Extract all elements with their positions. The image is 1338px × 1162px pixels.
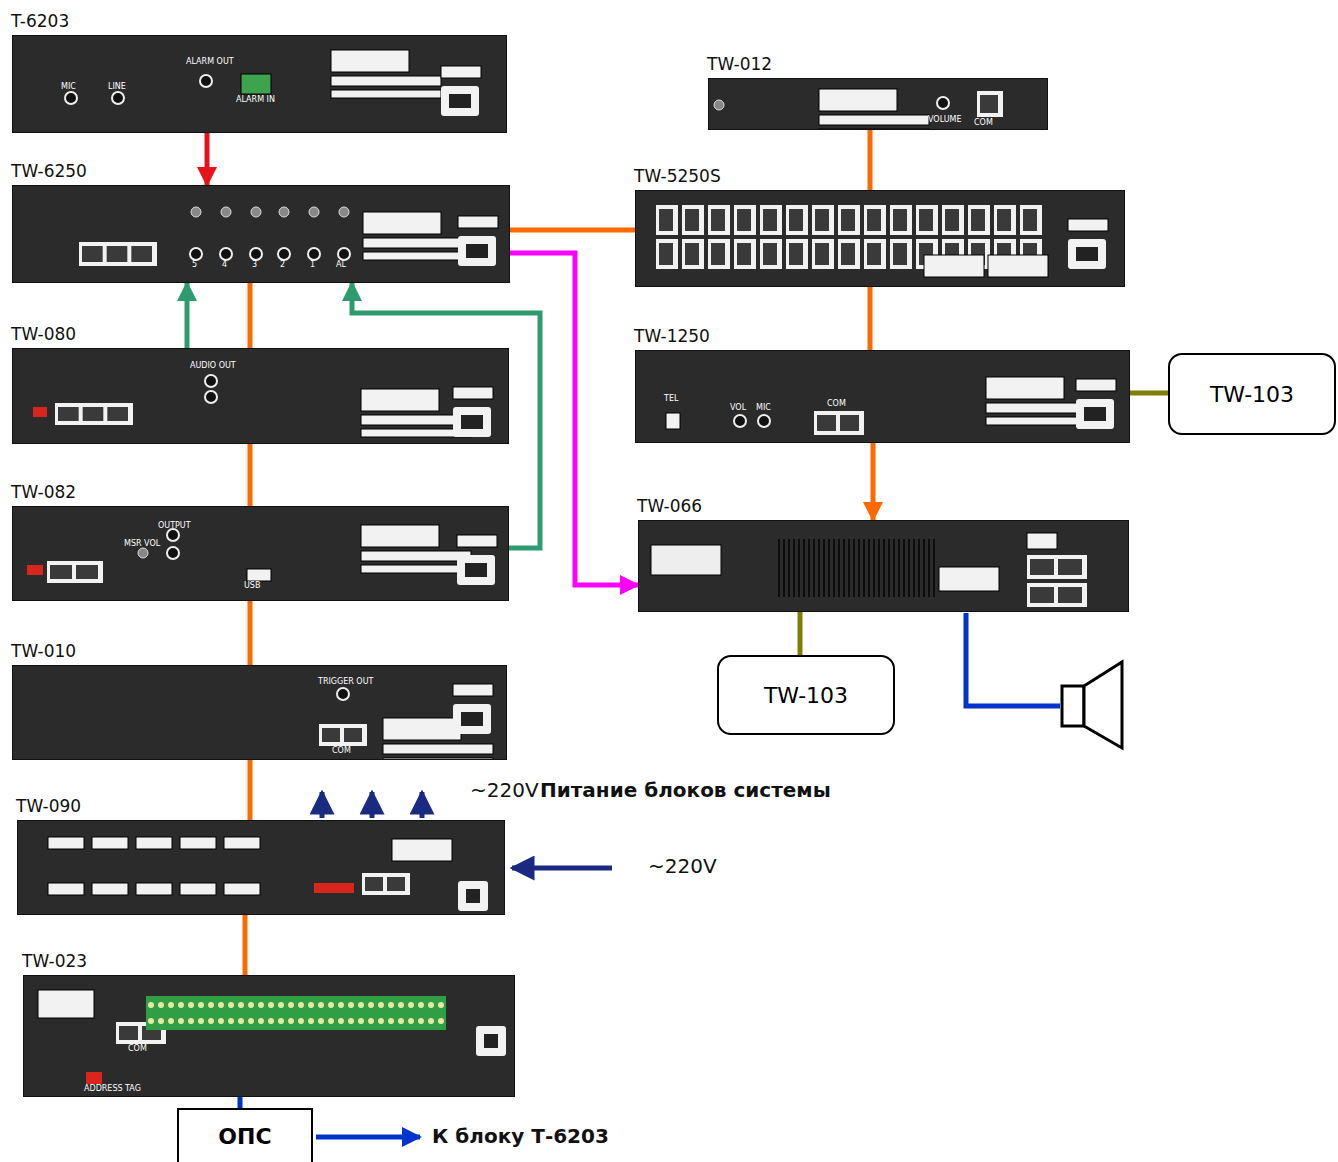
panel-details bbox=[13, 507, 508, 600]
panel-marking: 3 bbox=[252, 261, 257, 270]
speaker-symbol bbox=[1084, 662, 1122, 748]
panel-marking: COM bbox=[974, 119, 993, 128]
device-panel: TW-066 bbox=[638, 520, 1129, 612]
fire-alarm-arrow bbox=[316, 1137, 420, 1138]
box-label: TW-103 bbox=[1210, 382, 1294, 407]
panel-details bbox=[13, 186, 509, 282]
panel-marking: ALARM OUT bbox=[186, 58, 234, 67]
device-panel: TW-5250S bbox=[635, 190, 1125, 287]
panel-marking: ALARM IN bbox=[236, 96, 275, 105]
device-panel: TW-080 bbox=[12, 348, 509, 444]
speaker-symbol bbox=[1062, 686, 1084, 726]
device-name: T-6203 bbox=[11, 11, 69, 31]
panel-marking: AL bbox=[336, 261, 346, 270]
device-name: TW-010 bbox=[11, 641, 76, 661]
device-panel: TW-6250 bbox=[12, 185, 510, 283]
device-panel: TW-023 bbox=[23, 975, 515, 1097]
panel-marking: VOLUME bbox=[928, 116, 962, 125]
panel-marking: 2 bbox=[280, 261, 285, 270]
panel-details bbox=[13, 36, 506, 132]
panel-marking: MIC bbox=[756, 404, 771, 413]
panel-details bbox=[636, 191, 1124, 286]
panel-details bbox=[18, 821, 504, 914]
speaker-wire bbox=[966, 613, 1122, 748]
device-panel: TW-1250 bbox=[635, 350, 1130, 443]
signal-connector bbox=[243, 915, 248, 975]
signal-connector bbox=[868, 287, 873, 350]
panel-marking: 1 bbox=[310, 261, 315, 270]
device-name: TW-5250S bbox=[634, 166, 721, 186]
signal-connector bbox=[205, 133, 210, 185]
signal-connector bbox=[510, 253, 638, 585]
panel-marking: ADDRESS TAG bbox=[84, 1085, 141, 1094]
panel-marking: COM bbox=[128, 1045, 147, 1054]
panel-marking: VOL bbox=[730, 404, 746, 413]
signal-connector bbox=[248, 283, 253, 348]
panel-marking: COM bbox=[827, 400, 846, 409]
panel-marking: MSR VOL bbox=[124, 540, 160, 549]
signal-connector bbox=[248, 760, 253, 820]
panel-marking: 4 bbox=[222, 261, 227, 270]
panel-details bbox=[636, 351, 1129, 442]
device-name: TW-012 bbox=[707, 54, 772, 74]
panel-details bbox=[24, 976, 514, 1096]
signal-connector bbox=[238, 1097, 243, 1108]
panel-details bbox=[13, 666, 506, 759]
signal-connector bbox=[798, 612, 803, 655]
device-panel: TW-012 bbox=[708, 78, 1048, 130]
device-panel: TW-090 bbox=[17, 820, 505, 915]
device-box: TW-103 bbox=[717, 655, 895, 735]
signal-connector bbox=[510, 228, 635, 233]
signal-connector bbox=[185, 283, 190, 348]
panel-details bbox=[709, 79, 1047, 129]
device-panel: T-6203 bbox=[12, 35, 507, 133]
alarm-box: ОПС bbox=[177, 1108, 313, 1162]
device-name: TW-090 bbox=[16, 796, 81, 816]
panel-marking: LINE bbox=[108, 83, 126, 92]
note-text: Питание блоков системы bbox=[540, 779, 831, 801]
signal-connector bbox=[868, 130, 873, 190]
signal-connector bbox=[248, 444, 253, 506]
signal-connector bbox=[248, 601, 253, 665]
device-name: TW-066 bbox=[637, 496, 702, 516]
signal-connector bbox=[1130, 391, 1168, 396]
device-panel: TW-010 bbox=[12, 665, 507, 760]
box-label: ОПС bbox=[218, 1124, 271, 1149]
device-name: TW-1250 bbox=[634, 326, 710, 346]
device-name: TW-080 bbox=[11, 324, 76, 344]
note-text: ~220V bbox=[470, 779, 539, 801]
device-box: TW-103 bbox=[1168, 353, 1336, 435]
note-text: ~220V bbox=[648, 855, 717, 877]
device-name: TW-082 bbox=[11, 482, 76, 502]
signal-connector bbox=[871, 443, 876, 520]
panel-details bbox=[639, 521, 1128, 611]
device-name: TW-023 bbox=[22, 951, 87, 971]
panel-marking: 5 bbox=[192, 261, 197, 270]
panel-marking: MIC bbox=[61, 83, 76, 92]
panel-marking: TEL bbox=[664, 395, 678, 404]
panel-marking: AUDIO OUT bbox=[190, 362, 236, 371]
note-text: К блоку Т-6203 bbox=[432, 1125, 609, 1147]
device-panel: TW-082 bbox=[12, 506, 509, 601]
panel-marking: OUTPUT bbox=[158, 522, 191, 531]
panel-marking: TRIGGER OUT bbox=[318, 678, 373, 687]
device-name: TW-6250 bbox=[11, 161, 87, 181]
panel-marking: USB bbox=[244, 582, 260, 591]
panel-details bbox=[13, 349, 508, 443]
panel-marking: COM bbox=[332, 747, 351, 756]
box-label: TW-103 bbox=[764, 683, 848, 708]
